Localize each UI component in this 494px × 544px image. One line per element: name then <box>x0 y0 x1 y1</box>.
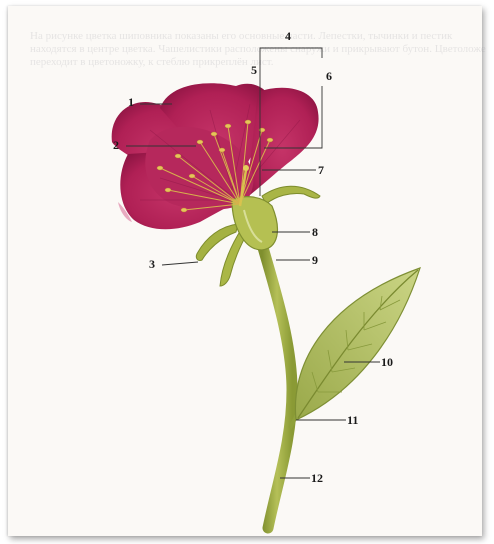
label-6: 6 <box>326 69 332 83</box>
label-2: 2 <box>113 138 119 152</box>
label-3: 3 <box>149 257 155 271</box>
label-1: 1 <box>128 95 134 109</box>
label-4: 4 <box>285 29 291 43</box>
label-8: 8 <box>312 225 318 239</box>
label-10: 10 <box>381 355 393 369</box>
label-11: 11 <box>347 413 358 427</box>
label-7: 7 <box>318 163 324 177</box>
sepal-right <box>262 186 320 204</box>
label-9: 9 <box>312 253 318 267</box>
label-5: 5 <box>251 63 257 77</box>
petal-right <box>246 88 319 198</box>
leaf-blade <box>295 268 420 420</box>
label-12: 12 <box>311 471 323 485</box>
stem <box>262 244 292 528</box>
pistil-stigma <box>243 165 249 171</box>
